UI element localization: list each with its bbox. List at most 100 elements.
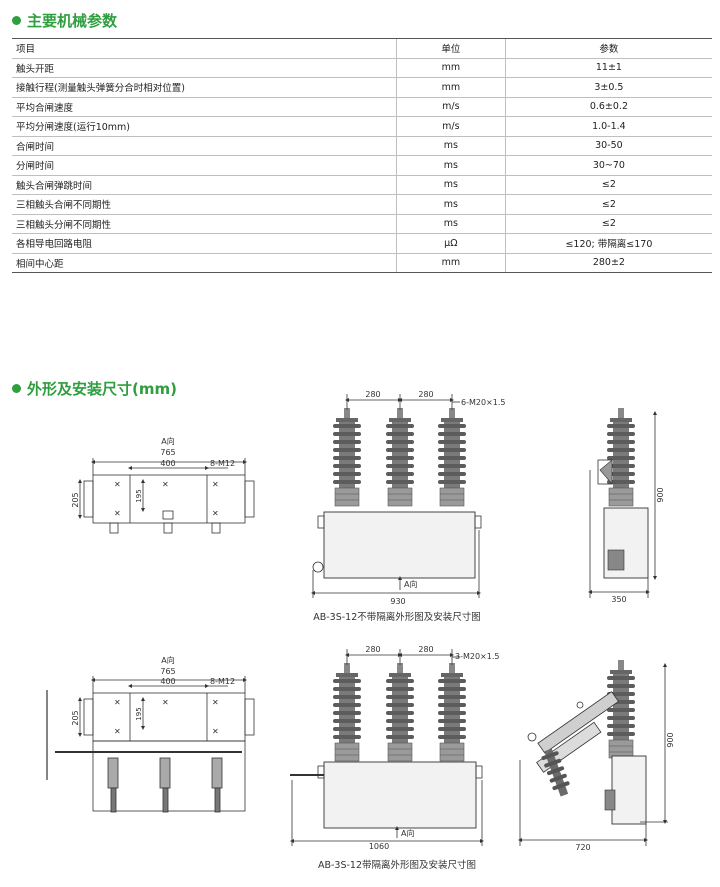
cell-value: 11±1 bbox=[504, 58, 712, 78]
section-title-params: 主要机械参数 bbox=[12, 10, 117, 31]
cell-unit: mm bbox=[395, 77, 506, 98]
fig1-top-view: ✕ ✕ ✕ ✕ ✕ bbox=[78, 458, 255, 534]
fig2-caption: AB-3S-12带隔离外形图及安装尺寸图 bbox=[318, 859, 476, 871]
fig1-dim-350: 350 bbox=[611, 595, 626, 604]
fig2-top-view: ✕ ✕ ✕ ✕ ✕ bbox=[46, 676, 255, 813]
cell-unit: μΩ bbox=[395, 233, 506, 254]
fig1-side-view bbox=[588, 407, 657, 598]
fig2-dim-1060: 1060 bbox=[369, 842, 389, 851]
fig1-top-a-dir: A向 bbox=[161, 436, 174, 446]
fig1-dim-765: 765 bbox=[160, 448, 175, 457]
fig2-dim-205: 205 bbox=[71, 710, 80, 725]
cell-value: 3±0.5 bbox=[504, 77, 712, 98]
svg-text:✕: ✕ bbox=[212, 509, 219, 518]
svg-text:✕: ✕ bbox=[162, 480, 169, 489]
cell-value: 30~70 bbox=[504, 155, 712, 176]
cell-item: 触头开距 bbox=[12, 58, 397, 78]
cell-item: 分闸时间 bbox=[12, 155, 397, 176]
cell-value: ≤2 bbox=[504, 214, 712, 234]
svg-text:✕: ✕ bbox=[114, 480, 121, 489]
fig1-thread: 6-M20×1.5 bbox=[461, 398, 505, 407]
header-item: 项目 bbox=[12, 38, 397, 59]
cell-unit: ms bbox=[395, 155, 506, 176]
cell-value: 30-50 bbox=[504, 136, 712, 156]
cell-item: 相间中心距 bbox=[12, 253, 397, 273]
svg-text:✕: ✕ bbox=[162, 698, 169, 707]
cell-item: 合闸时间 bbox=[12, 136, 397, 156]
svg-text:✕: ✕ bbox=[212, 480, 219, 489]
fig2-front-view bbox=[290, 649, 484, 846]
cell-unit: ms bbox=[395, 214, 506, 234]
section-title-dimensions: 外形及安装尺寸(mm) bbox=[12, 378, 177, 399]
cell-unit: m/s bbox=[395, 116, 506, 137]
section-title-text: 外形及安装尺寸(mm) bbox=[27, 380, 177, 398]
section-title-text: 主要机械参数 bbox=[27, 12, 118, 30]
cell-unit: ms bbox=[395, 194, 506, 215]
cell-item: 平均合闸速度 bbox=[12, 97, 397, 117]
fig1-front-view bbox=[311, 394, 482, 598]
fig2-dim-195: 195 bbox=[135, 707, 143, 720]
fig1-dim-280a: 280 bbox=[365, 390, 380, 399]
svg-text:✕: ✕ bbox=[114, 698, 121, 707]
cell-value: ≤2 bbox=[504, 175, 712, 195]
fig1-caption: AB-3S-12不带隔离外形图及安装尺寸图 bbox=[313, 611, 481, 623]
svg-text:✕: ✕ bbox=[212, 698, 219, 707]
fig2-dim-900: 900 bbox=[666, 732, 675, 747]
cell-unit: mm bbox=[395, 253, 506, 273]
fig1-dim-900: 900 bbox=[656, 487, 665, 502]
bullet-icon bbox=[12, 384, 21, 393]
cell-item: 三相触头分闸不同期性 bbox=[12, 214, 397, 234]
fig2-dim-400: 400 bbox=[160, 677, 175, 686]
fig1-dim-195: 195 bbox=[135, 489, 143, 502]
fig1-dim-280b: 280 bbox=[418, 390, 433, 399]
fig2-top-a-dir: A向 bbox=[161, 655, 174, 665]
cell-item: 接触行程(测量触头弹簧分合时相对位置) bbox=[12, 77, 397, 98]
cell-unit: ms bbox=[395, 136, 506, 156]
cell-value: 0.6±0.2 bbox=[504, 97, 712, 117]
fig2-bolts: 8-M12 bbox=[210, 677, 235, 686]
fig2-dim-280a: 280 bbox=[365, 645, 380, 654]
fig2-dim-720: 720 bbox=[575, 843, 590, 852]
fig1-dim-930: 930 bbox=[390, 597, 405, 606]
svg-text:✕: ✕ bbox=[114, 509, 121, 518]
cell-value: 1.0-1.4 bbox=[504, 116, 712, 137]
svg-text:✕: ✕ bbox=[212, 727, 219, 736]
cell-unit: ms bbox=[395, 175, 506, 195]
fig1-front-a-dir: A向 bbox=[404, 579, 417, 589]
cell-unit: mm bbox=[395, 58, 506, 78]
fig1-bolts: 8-M12 bbox=[210, 459, 235, 468]
fig1-dim-400: 400 bbox=[160, 459, 175, 468]
fig2-side-view bbox=[518, 659, 668, 846]
cell-value: ≤2 bbox=[504, 194, 712, 215]
bullet-icon bbox=[12, 16, 21, 25]
cell-unit: m/s bbox=[395, 97, 506, 117]
fig2-front-a-dir: A向 bbox=[401, 828, 414, 838]
cell-item: 平均分闸速度(运行10mm) bbox=[12, 116, 397, 137]
cell-item: 三相触头合闸不同期性 bbox=[12, 194, 397, 215]
cell-item: 触头合闸弹跳时间 bbox=[12, 175, 397, 195]
header-unit: 单位 bbox=[395, 38, 506, 59]
cell-item: 各相导电回路电阻 bbox=[12, 233, 397, 254]
table-header-row: 项目 单位 参数 bbox=[12, 38, 712, 59]
fig2-dim-765: 765 bbox=[160, 667, 175, 676]
fig1-dim-205: 205 bbox=[71, 492, 80, 507]
svg-text:✕: ✕ bbox=[114, 727, 121, 736]
fig2-thread: 3-M20×1.5 bbox=[455, 652, 499, 661]
cell-value: 280±2 bbox=[504, 253, 712, 273]
cell-value: ≤120; 带隔离≤170 bbox=[504, 233, 712, 254]
fig2-dim-280b: 280 bbox=[418, 645, 433, 654]
header-param: 参数 bbox=[504, 38, 712, 59]
